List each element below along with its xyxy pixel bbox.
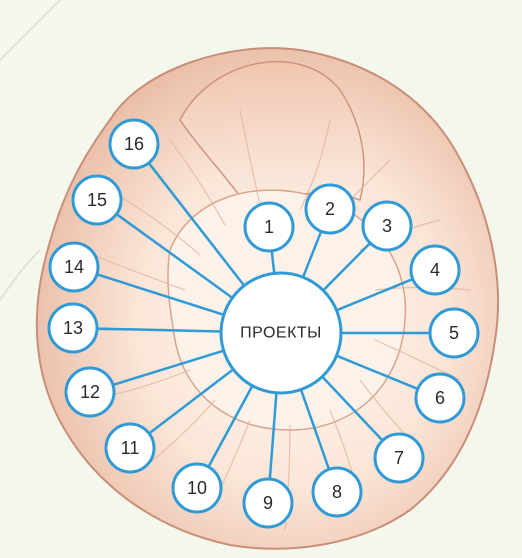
- project-node-label: 7: [394, 448, 404, 468]
- project-node-13: 13: [49, 304, 97, 352]
- project-node-label: 16: [124, 134, 144, 154]
- project-node-label: 5: [449, 323, 459, 343]
- project-node-label: 3: [382, 216, 392, 236]
- project-node-5: 5: [430, 309, 478, 357]
- project-node-label: 14: [64, 257, 84, 277]
- project-node-9: 9: [244, 479, 292, 527]
- center-label: ПРОЕКТЫ: [240, 325, 322, 342]
- project-node-label: 10: [187, 478, 207, 498]
- project-node-14: 14: [50, 243, 98, 291]
- project-node-label: 6: [435, 388, 445, 408]
- project-node-16: 16: [110, 120, 158, 168]
- project-node-label: 1: [264, 217, 274, 237]
- project-node-1: 1: [245, 203, 293, 251]
- project-node-label: 8: [332, 482, 342, 502]
- project-node-2: 2: [306, 185, 354, 233]
- project-node-label: 15: [87, 190, 107, 210]
- project-node-15: 15: [73, 176, 121, 224]
- project-node-4: 4: [411, 246, 459, 294]
- project-node-8: 8: [313, 468, 361, 516]
- project-node-6: 6: [416, 374, 464, 422]
- project-node-label: 11: [121, 438, 140, 458]
- project-node-label: 2: [325, 199, 335, 219]
- project-node-label: 13: [63, 318, 83, 338]
- project-node-12: 12: [66, 368, 114, 416]
- project-node-label: 12: [80, 382, 100, 402]
- project-node-10: 10: [173, 464, 221, 512]
- project-node-11: 11: [106, 424, 154, 472]
- project-node-7: 7: [375, 434, 423, 482]
- project-node-label: 4: [430, 260, 440, 280]
- center-node: ПРОЕКТЫ: [221, 273, 341, 393]
- project-node-label: 9: [263, 493, 273, 513]
- project-node-3: 3: [363, 202, 411, 250]
